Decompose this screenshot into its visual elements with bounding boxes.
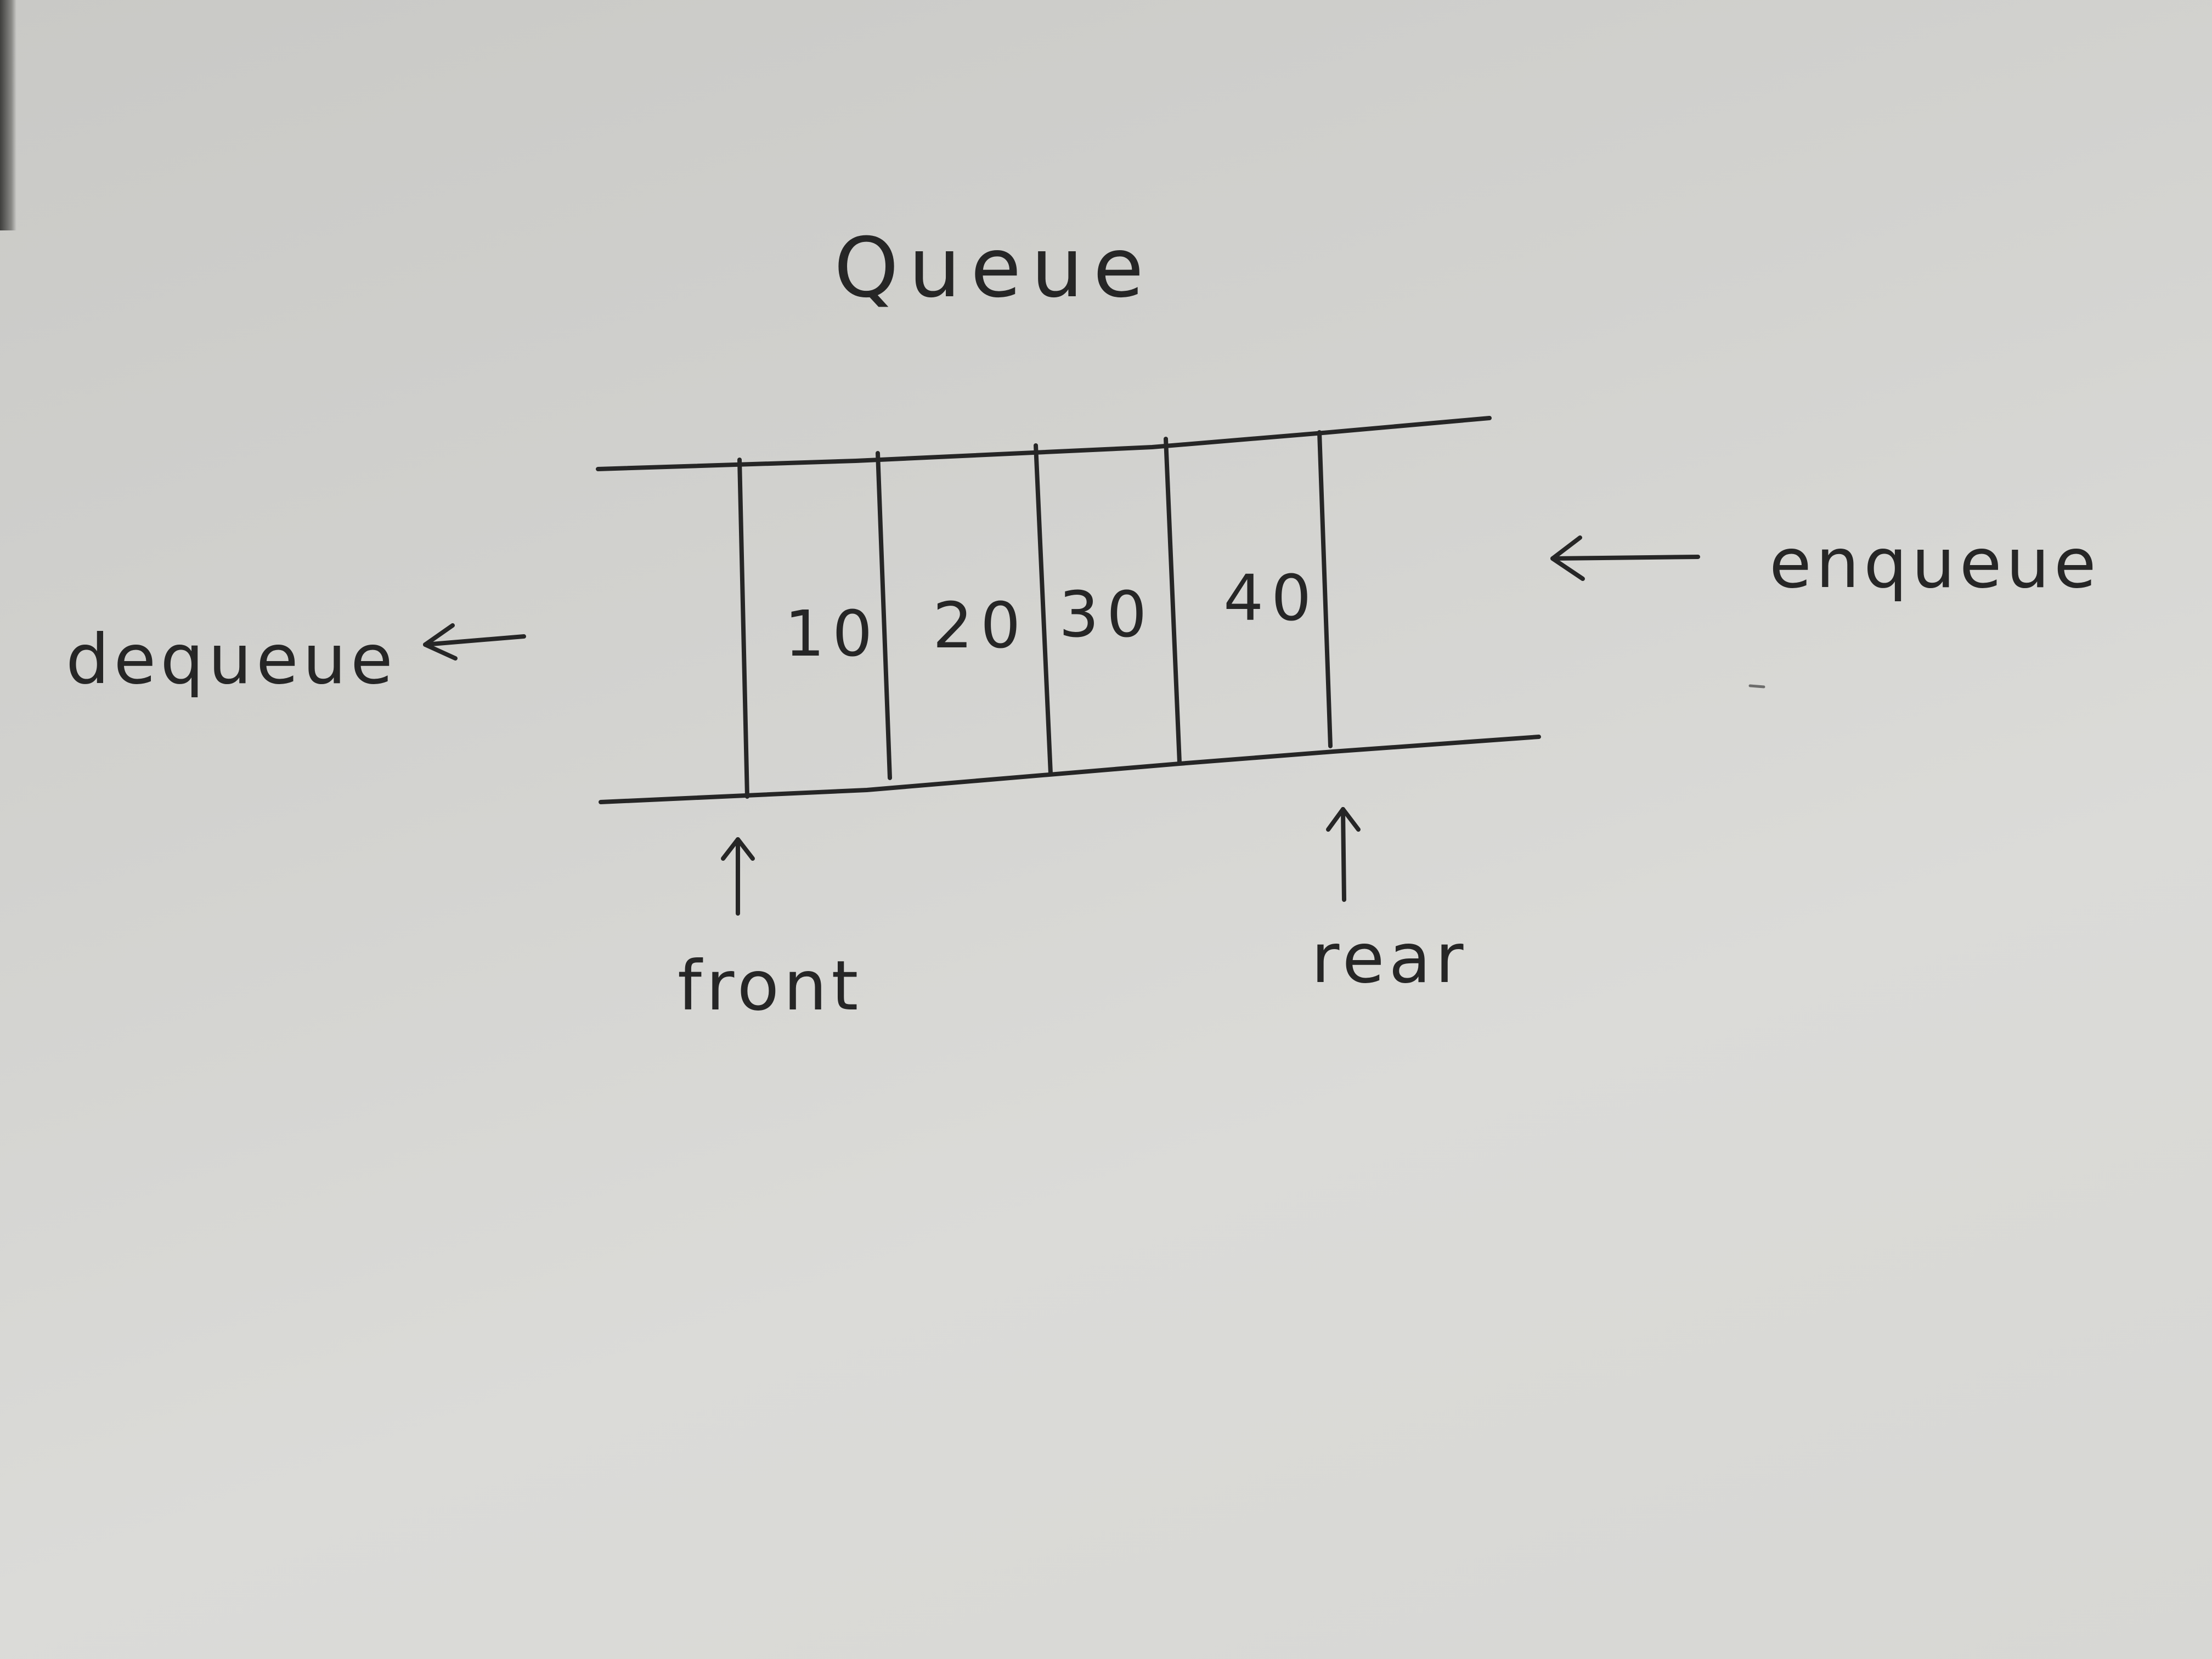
enqueue-arrow-icon [1550, 535, 1700, 581]
enqueue-label: enqueue [1769, 524, 2101, 603]
queue-top-line [596, 416, 1492, 471]
cell-divider [1164, 437, 1182, 765]
dequeue-arrow-icon [423, 623, 526, 661]
queue-cell-value: 10 [785, 597, 880, 671]
front-arrow-icon [721, 837, 755, 916]
stray-pen-mark [1748, 684, 1765, 689]
queue-bottom-line [599, 735, 1541, 804]
front-label: front [678, 946, 862, 1026]
cell-divider [1034, 443, 1053, 776]
queue-title: Queue [834, 221, 1154, 316]
cell-divider [876, 451, 892, 780]
queue-cell-value: 20 [933, 589, 1028, 663]
queue-cell-value: 40 [1223, 562, 1319, 635]
dequeue-label: dequeue [66, 620, 397, 699]
cell-divider [737, 458, 749, 799]
rear-arrow-icon [1326, 807, 1361, 902]
queue-cell-value: 30 [1059, 578, 1154, 652]
cell-divider [1317, 430, 1333, 748]
paper-edge-shadow [0, 0, 16, 230]
rear-label: rear [1311, 919, 1468, 998]
